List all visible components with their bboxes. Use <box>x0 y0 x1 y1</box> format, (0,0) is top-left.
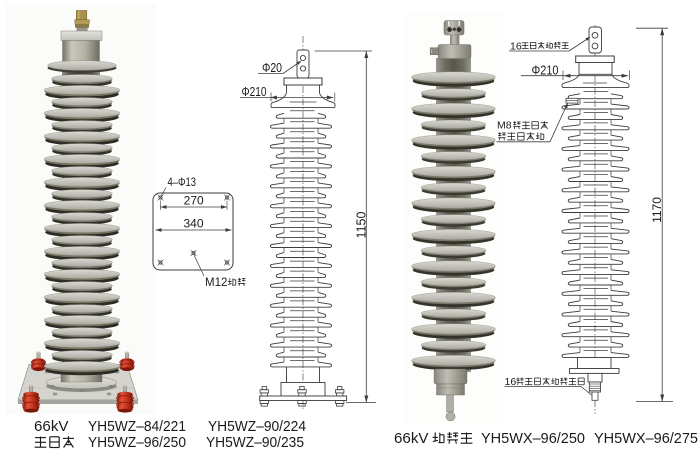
svg-text:YH5WZ–96/250: YH5WZ–96/250 <box>88 434 186 451</box>
svg-text:270: 270 <box>184 194 204 208</box>
svg-text:Φ210: Φ210 <box>532 64 559 78</box>
svg-text:YH5WZ–90/235: YH5WZ–90/235 <box>206 434 304 451</box>
svg-text:1170: 1170 <box>650 197 664 223</box>
svg-text:16: 16 <box>505 376 517 388</box>
svg-text:Φ20: Φ20 <box>262 61 282 75</box>
svg-text:1150: 1150 <box>354 212 368 239</box>
svg-text:Φ210: Φ210 <box>242 85 267 99</box>
svg-text:4–Φ13: 4–Φ13 <box>168 177 197 189</box>
svg-text:YH5WZ–84/221: YH5WZ–84/221 <box>88 418 186 435</box>
svg-text:YH5WX–96/250: YH5WX–96/250 <box>481 430 585 447</box>
svg-text:YH5WX–96/275: YH5WX–96/275 <box>594 430 698 447</box>
svg-text:66kV: 66kV <box>394 430 429 447</box>
svg-text:M12: M12 <box>205 277 227 289</box>
svg-text:66kV: 66kV <box>34 418 69 435</box>
svg-text:M8: M8 <box>497 120 512 132</box>
svg-text:YH5WZ–90/224: YH5WZ–90/224 <box>208 418 306 435</box>
svg-text:16: 16 <box>510 41 522 53</box>
svg-text:340: 340 <box>183 217 203 231</box>
